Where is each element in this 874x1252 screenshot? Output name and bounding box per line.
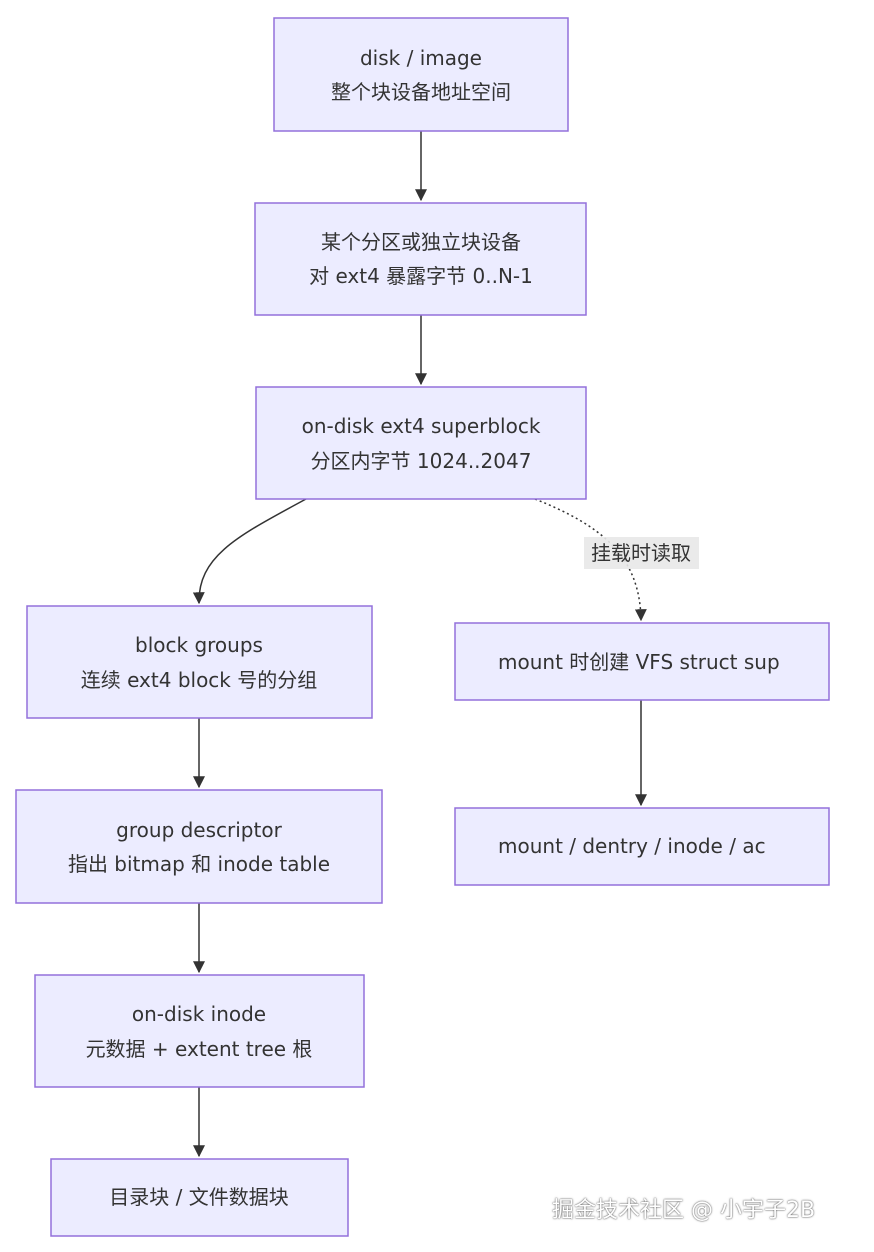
node-data-blocks-line1: 目录块 / 文件数据块 [109, 1185, 288, 1209]
node-group-descriptor-line1: group descriptor [116, 818, 282, 842]
edge-label-text: 挂载时读取 [591, 541, 691, 565]
node-block-groups-line1: block groups [135, 633, 263, 657]
node-partition: 某个分区或独立块设备 对 ext4 暴露字节 0..N-1 [254, 202, 587, 316]
node-superblock: on-disk ext4 superblock 分区内字节 1024..2047 [255, 386, 587, 500]
node-group-descriptor-line2: 指出 bitmap 和 inode table [68, 852, 330, 876]
node-superblock-line2: 分区内字节 1024..2047 [311, 449, 532, 473]
node-data-blocks: 目录块 / 文件数据块 [50, 1158, 349, 1237]
node-on-disk-inode-line2: 元数据 + extent tree 根 [86, 1037, 313, 1061]
node-partition-line2: 对 ext4 暴露字节 0..N-1 [309, 264, 533, 288]
watermark: 掘金技术社区 @ 小宇子2B [552, 1198, 816, 1223]
node-disk-image: disk / image 整个块设备地址空间 [273, 17, 569, 132]
node-group-descriptor: group descriptor 指出 bitmap 和 inode table [15, 789, 383, 904]
node-block-groups: block groups 连续 ext4 block 号的分组 [26, 605, 373, 719]
edge-superblock-to-block-groups [192, 498, 307, 605]
node-disk-image-line1: disk / image [360, 46, 482, 70]
node-superblock-line1: on-disk ext4 superblock [302, 414, 541, 438]
node-disk-image-line2: 整个块设备地址空间 [331, 80, 511, 104]
node-partition-line1: 某个分区或独立块设备 [321, 230, 521, 254]
node-block-groups-line2: 连续 ext4 block 号的分组 [81, 668, 318, 692]
node-vfs-superblock: mount 时创建 VFS struct sup [454, 622, 830, 701]
node-on-disk-inode: on-disk inode 元数据 + extent tree 根 [34, 974, 365, 1088]
edge-label-mount-read: 挂载时读取 [584, 537, 699, 569]
node-vfs-superblock-line1: mount 时创建 VFS struct sup [498, 650, 780, 674]
node-mount-chain: mount / dentry / inode / ac [454, 807, 830, 886]
node-mount-chain-line1: mount / dentry / inode / ac [498, 834, 766, 858]
node-on-disk-inode-line1: on-disk inode [132, 1002, 266, 1026]
